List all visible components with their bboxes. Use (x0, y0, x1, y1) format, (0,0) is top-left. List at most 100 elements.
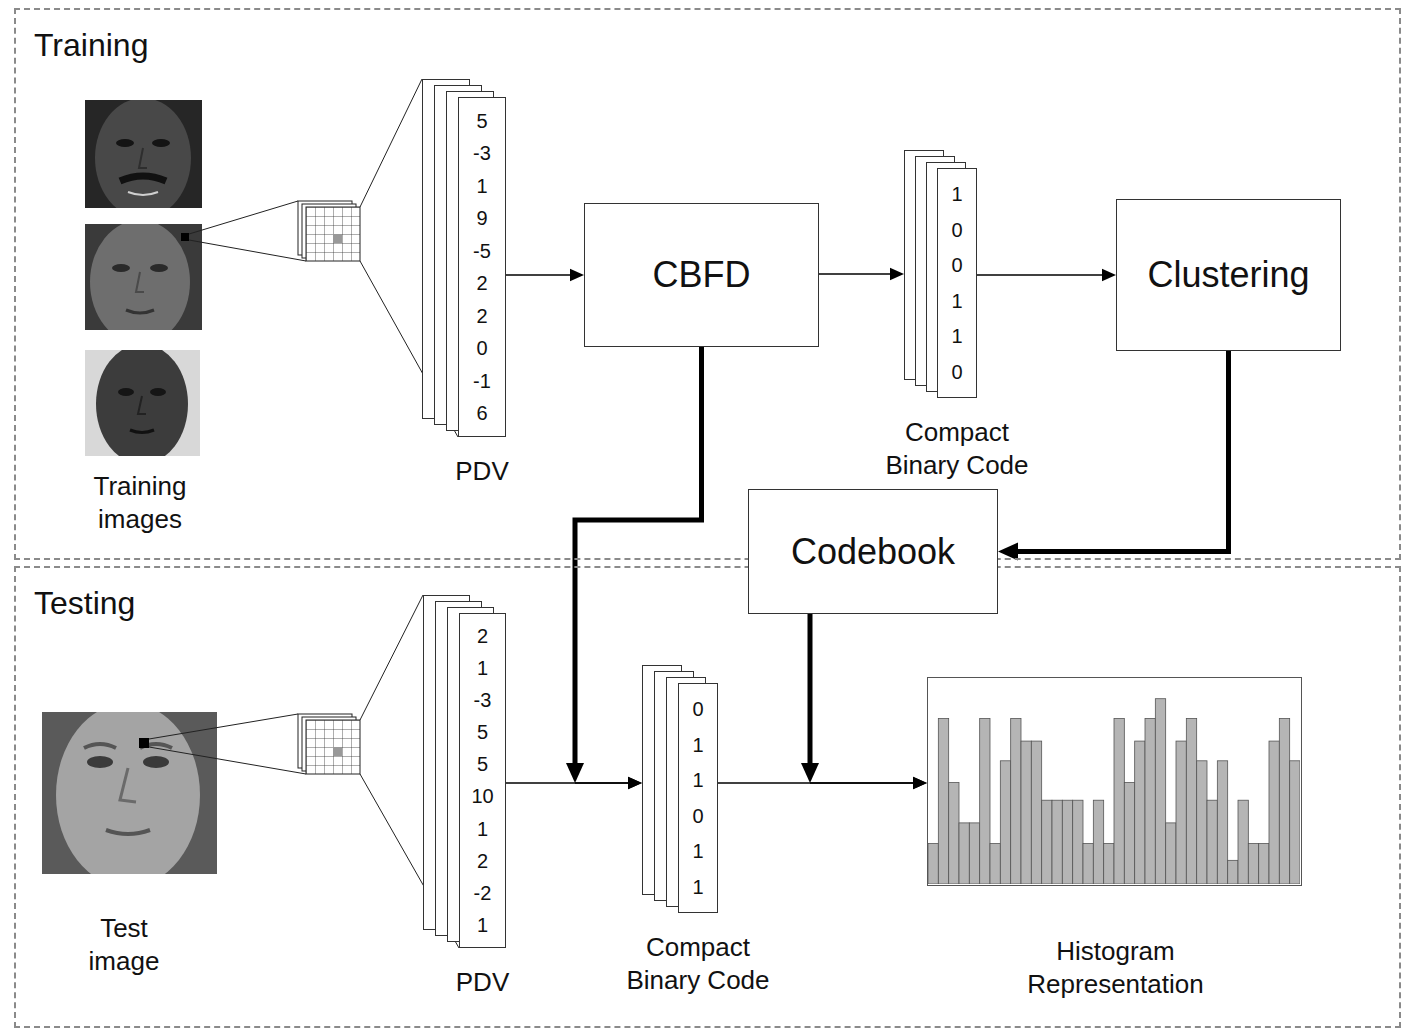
stack-caption: Compact Binary Code (618, 931, 778, 996)
histogram-bar (1062, 800, 1072, 884)
vector-value: 10 (471, 786, 493, 806)
vector-value: 0 (951, 220, 962, 240)
connector-line (819, 273, 893, 275)
process-box: Clustering (1116, 199, 1341, 351)
histogram-bar (1166, 823, 1176, 884)
vector-value: 5 (476, 111, 487, 131)
histogram-bar (1269, 741, 1279, 884)
histogram-bar (1238, 800, 1248, 884)
connector-line (1014, 351, 1229, 552)
vector-value: 1 (477, 658, 488, 678)
vector-value: -3 (474, 690, 492, 710)
vector-value: 5 (477, 754, 488, 774)
connector (801, 614, 927, 789)
vector-value: 0 (692, 699, 703, 719)
region-panel: Testing21-3551012-21PDV011011Compact Bin… (14, 566, 1401, 1028)
chart-caption: Histogram Representation (996, 935, 1236, 1000)
region-heading: Training (34, 28, 148, 63)
histogram-bar (938, 718, 948, 884)
connector (506, 269, 584, 282)
vector-stack: 21-3551012-21PDV (423, 595, 506, 948)
connector (718, 777, 927, 790)
histogram-bar (928, 844, 938, 884)
face-photo (85, 224, 202, 330)
region-heading: Testing (34, 586, 135, 621)
histogram-bar (1093, 800, 1103, 884)
vector-value: 1 (476, 176, 487, 196)
box-label: Clustering (1147, 254, 1309, 296)
vector-value: 1 (692, 841, 703, 861)
histogram-bar (1207, 800, 1217, 884)
connector-line (808, 614, 813, 767)
image-caption: Training images (65, 470, 215, 535)
histogram-bar (1197, 761, 1207, 884)
vector-value: 9 (476, 208, 487, 228)
stack-layer: 0 1 1 0 1 1 (678, 683, 718, 913)
histogram-bar (1114, 718, 1124, 884)
connector (977, 269, 1116, 282)
face-photo (85, 100, 202, 208)
connector (506, 777, 642, 790)
histogram-bar (1155, 699, 1165, 884)
box-label: Codebook (791, 531, 955, 573)
histogram-bar (1011, 718, 1021, 884)
patch-grid (298, 201, 360, 774)
connector (819, 268, 904, 281)
code-stack: 100110Compact Binary Code (904, 150, 977, 398)
vector-value: 1 (692, 770, 703, 790)
histogram-bar (980, 718, 990, 884)
connector (998, 351, 1229, 561)
histogram-bar (1021, 741, 1031, 884)
connector-line (810, 782, 916, 784)
face-photo (85, 350, 200, 456)
histogram-bar (1052, 800, 1062, 884)
vector-value: -5 (473, 241, 491, 261)
histogram-bar (1176, 741, 1186, 884)
vector-stack: 5-319-5220-16PDV (422, 79, 506, 437)
vector-value: 5 (477, 722, 488, 742)
histogram-bar (1083, 844, 1093, 884)
vector-value: 1 (951, 326, 962, 346)
process-box: Codebook (748, 489, 998, 614)
histogram-bar (1228, 860, 1238, 884)
histogram-bar (1042, 800, 1052, 884)
leader-line (149, 79, 459, 948)
histogram-bar (1290, 761, 1300, 884)
region-panel: Training5-319-5220-16PDVCBFD100110Compac… (14, 8, 1401, 560)
vector-value: 2 (477, 626, 488, 646)
vector-value: 1 (951, 184, 962, 204)
face-photo (42, 712, 217, 874)
histogram-bar (1000, 761, 1010, 884)
histogram-bar (1104, 844, 1114, 884)
vector-value: 1 (692, 877, 703, 897)
connector-line (506, 274, 573, 276)
histogram-bars (928, 678, 1300, 884)
vector-value: 2 (476, 306, 487, 326)
vector-value: 0 (692, 806, 703, 826)
histogram-bar (1124, 782, 1134, 884)
stack-caption: PDV (402, 455, 562, 488)
connector-line (718, 782, 916, 784)
histogram-bar (959, 823, 969, 884)
code-stack: 011011Compact Binary Code (642, 665, 718, 913)
vector-value: -1 (473, 371, 491, 391)
vector-value: 0 (476, 338, 487, 358)
stack-caption: Compact Binary Code (877, 416, 1037, 481)
image-caption: Test image (74, 912, 174, 977)
box-label: CBFD (653, 254, 751, 296)
stack-caption: PDV (403, 966, 563, 999)
histogram-chart: Histogram Representation (927, 677, 1302, 886)
histogram-bar (1217, 761, 1227, 884)
process-box: CBFD (584, 203, 819, 347)
stack-layer: 21-3551012-21 (459, 613, 506, 948)
connector-line (977, 274, 1105, 276)
vector-value: 2 (476, 273, 487, 293)
vector-value: 1 (692, 735, 703, 755)
histogram-bar (1259, 844, 1269, 884)
vector-value: 0 (951, 255, 962, 275)
stack-layer: 5-319-5220-16 (458, 97, 506, 437)
histogram-bar (1279, 718, 1289, 884)
vector-value: 1 (477, 819, 488, 839)
histogram-bar (1248, 844, 1258, 884)
